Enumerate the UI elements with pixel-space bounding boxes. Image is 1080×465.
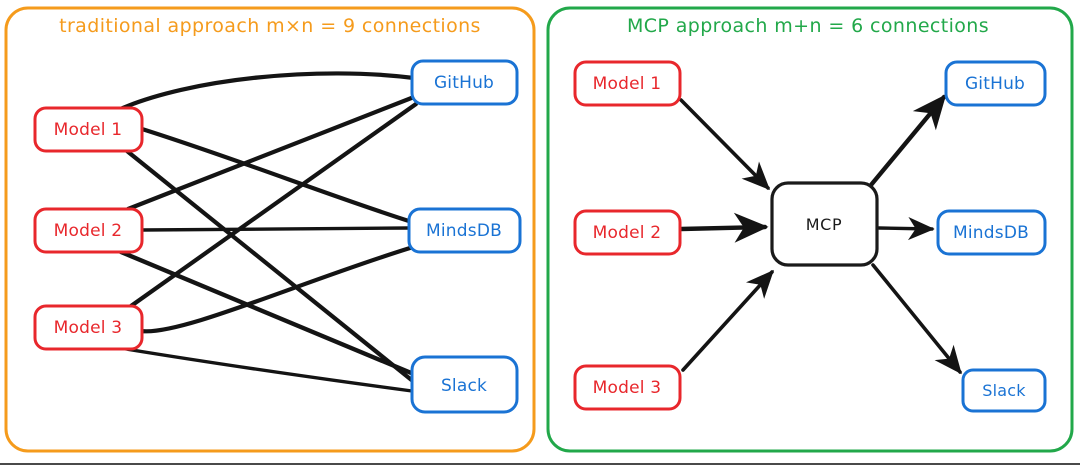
node-mcp-model-1[interactable] — [573, 60, 682, 107]
edge-mcp-model3-hub — [681, 269, 774, 372]
label-mcp-hub: MCP — [806, 215, 842, 234]
mcp-edge-group — [678, 94, 962, 375]
label-mcp-model-1: Model 1 — [593, 74, 662, 94]
edge-model2-mindsdb — [140, 226, 411, 232]
label-traditional-model-2: Model 2 — [54, 221, 123, 241]
label-traditional-model-1: Model 1 — [54, 120, 123, 140]
node-mcp-hub[interactable] — [770, 181, 879, 267]
label-traditional-github: GitHub — [434, 73, 494, 93]
node-traditional-model-3[interactable] — [33, 304, 144, 351]
node-mcp-github[interactable] — [944, 60, 1047, 107]
edge-model3-github — [128, 101, 419, 309]
edge-model3-slack — [124, 347, 414, 393]
edge-mcp-model1-hub — [679, 98, 771, 191]
node-traditional-mindsdb[interactable] — [407, 207, 522, 254]
label-traditional-mindsdb: MindsDB — [426, 221, 502, 241]
edge-mcp-model2-hub — [678, 212, 769, 243]
label-mcp-slack: Slack — [982, 381, 1026, 400]
text-layer: traditional approach m×n = 9 connections… — [54, 15, 1029, 400]
label-traditional-slack: Slack — [441, 376, 487, 396]
node-traditional-slack[interactable] — [410, 355, 519, 414]
edge-model1-mindsdb — [139, 126, 415, 225]
panel-mcp-title: MCP approach m+n = 6 connections — [627, 15, 989, 37]
edge-model2-github — [125, 94, 417, 212]
panel-traditional-title: traditional approach m×n = 9 connections — [59, 15, 481, 37]
mcp-node-group — [573, 60, 1047, 413]
node-mcp-model-3[interactable] — [573, 364, 682, 411]
node-traditional-github[interactable] — [410, 59, 519, 106]
traditional-node-group — [33, 59, 522, 414]
edge-mcp-hub-mindsdb — [877, 216, 935, 241]
traditional-edge-group — [115, 71, 419, 393]
label-mcp-mindsdb: MindsDB — [953, 223, 1029, 243]
edge-mcp-hub-github — [868, 94, 947, 188]
node-mcp-mindsdb[interactable] — [936, 209, 1047, 256]
edge-model1-github — [115, 71, 417, 113]
label-traditional-model-3: Model 3 — [54, 318, 123, 338]
node-mcp-slack[interactable] — [961, 368, 1047, 413]
edge-mcp-hub-slack — [871, 263, 962, 375]
label-mcp-model-3: Model 3 — [593, 378, 662, 398]
node-traditional-model-2[interactable] — [33, 207, 144, 254]
node-traditional-model-1[interactable] — [33, 106, 144, 153]
edge-model2-slack — [118, 249, 419, 378]
label-mcp-model-2: Model 2 — [593, 223, 662, 243]
bottom-divider — [0, 463, 1080, 465]
label-mcp-github: GitHub — [965, 74, 1025, 94]
edge-model3-mindsdb — [138, 245, 413, 334]
node-mcp-model-2[interactable] — [573, 209, 682, 256]
